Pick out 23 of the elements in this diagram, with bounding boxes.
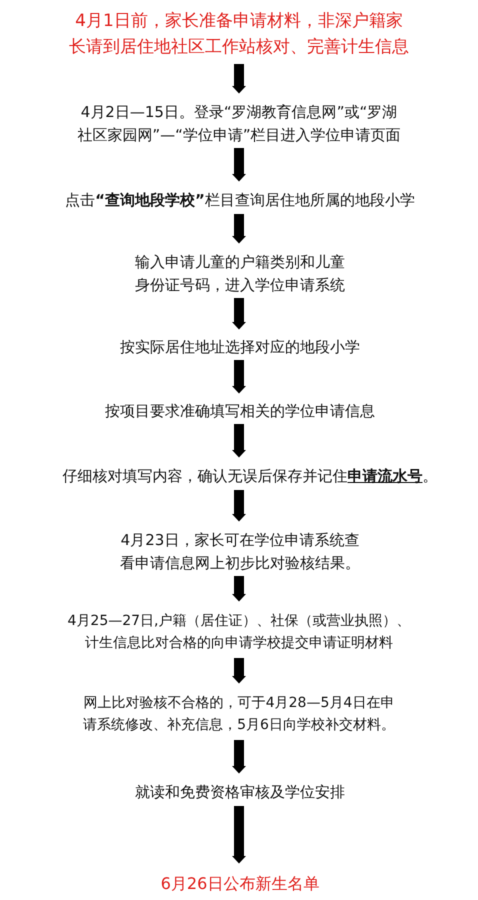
arrow [232,64,246,94]
step-text: 4月1日前，家长准备申请材料，非深户籍家长请到居住地社区工作站核对、完善计生信息 [68,10,410,59]
arrow [232,576,246,602]
arrow [232,740,246,774]
arrow [232,490,246,522]
step-text: 输入申请儿童的户籍类别和儿童身份证号码，进入学位申请系统 [134,252,346,296]
arrow [232,424,246,458]
step-text: 仔细核对填写内容，确认无误后保存并记住申请流水号。 [62,466,438,488]
step-text: 按实际居住地址选择对应的地段小学 [120,337,360,358]
arrow [232,214,246,244]
step-text: 4月23日，家长可在学位申请系统查看申请信息网上初步比对验核结果。 [119,530,361,574]
arrow [232,298,246,330]
arrow [232,360,246,394]
arrow [232,148,246,182]
step-text: 网上比对验核不合格的，可于4月28—5月4日在申请系统修改、补充信息，5月6日向学校补交材料。 [82,694,396,735]
step-text: 4月2日—15日。登录“罗湖教育信息网”或“罗湖社区家园网”—“学位申请”栏目进入学位申请页面 [76,102,402,146]
arrow [232,806,246,864]
step-text: 6月26日公布新生名单 [160,872,320,895]
step-text: 按项目要求准确填写相关的学位申请信息 [105,401,375,422]
arrow [232,658,246,684]
step-text: 就读和免费资格审核及学位安排 [135,782,345,804]
step-text: 4月25—27日,户籍（居住证）、社保（或营业执照）、计生信息比对合格的向申请学校提交申请证明材料 [66,612,412,653]
step-text: 点击“查询地段学校”栏目查询居住地所属的地段小学 [65,190,415,212]
